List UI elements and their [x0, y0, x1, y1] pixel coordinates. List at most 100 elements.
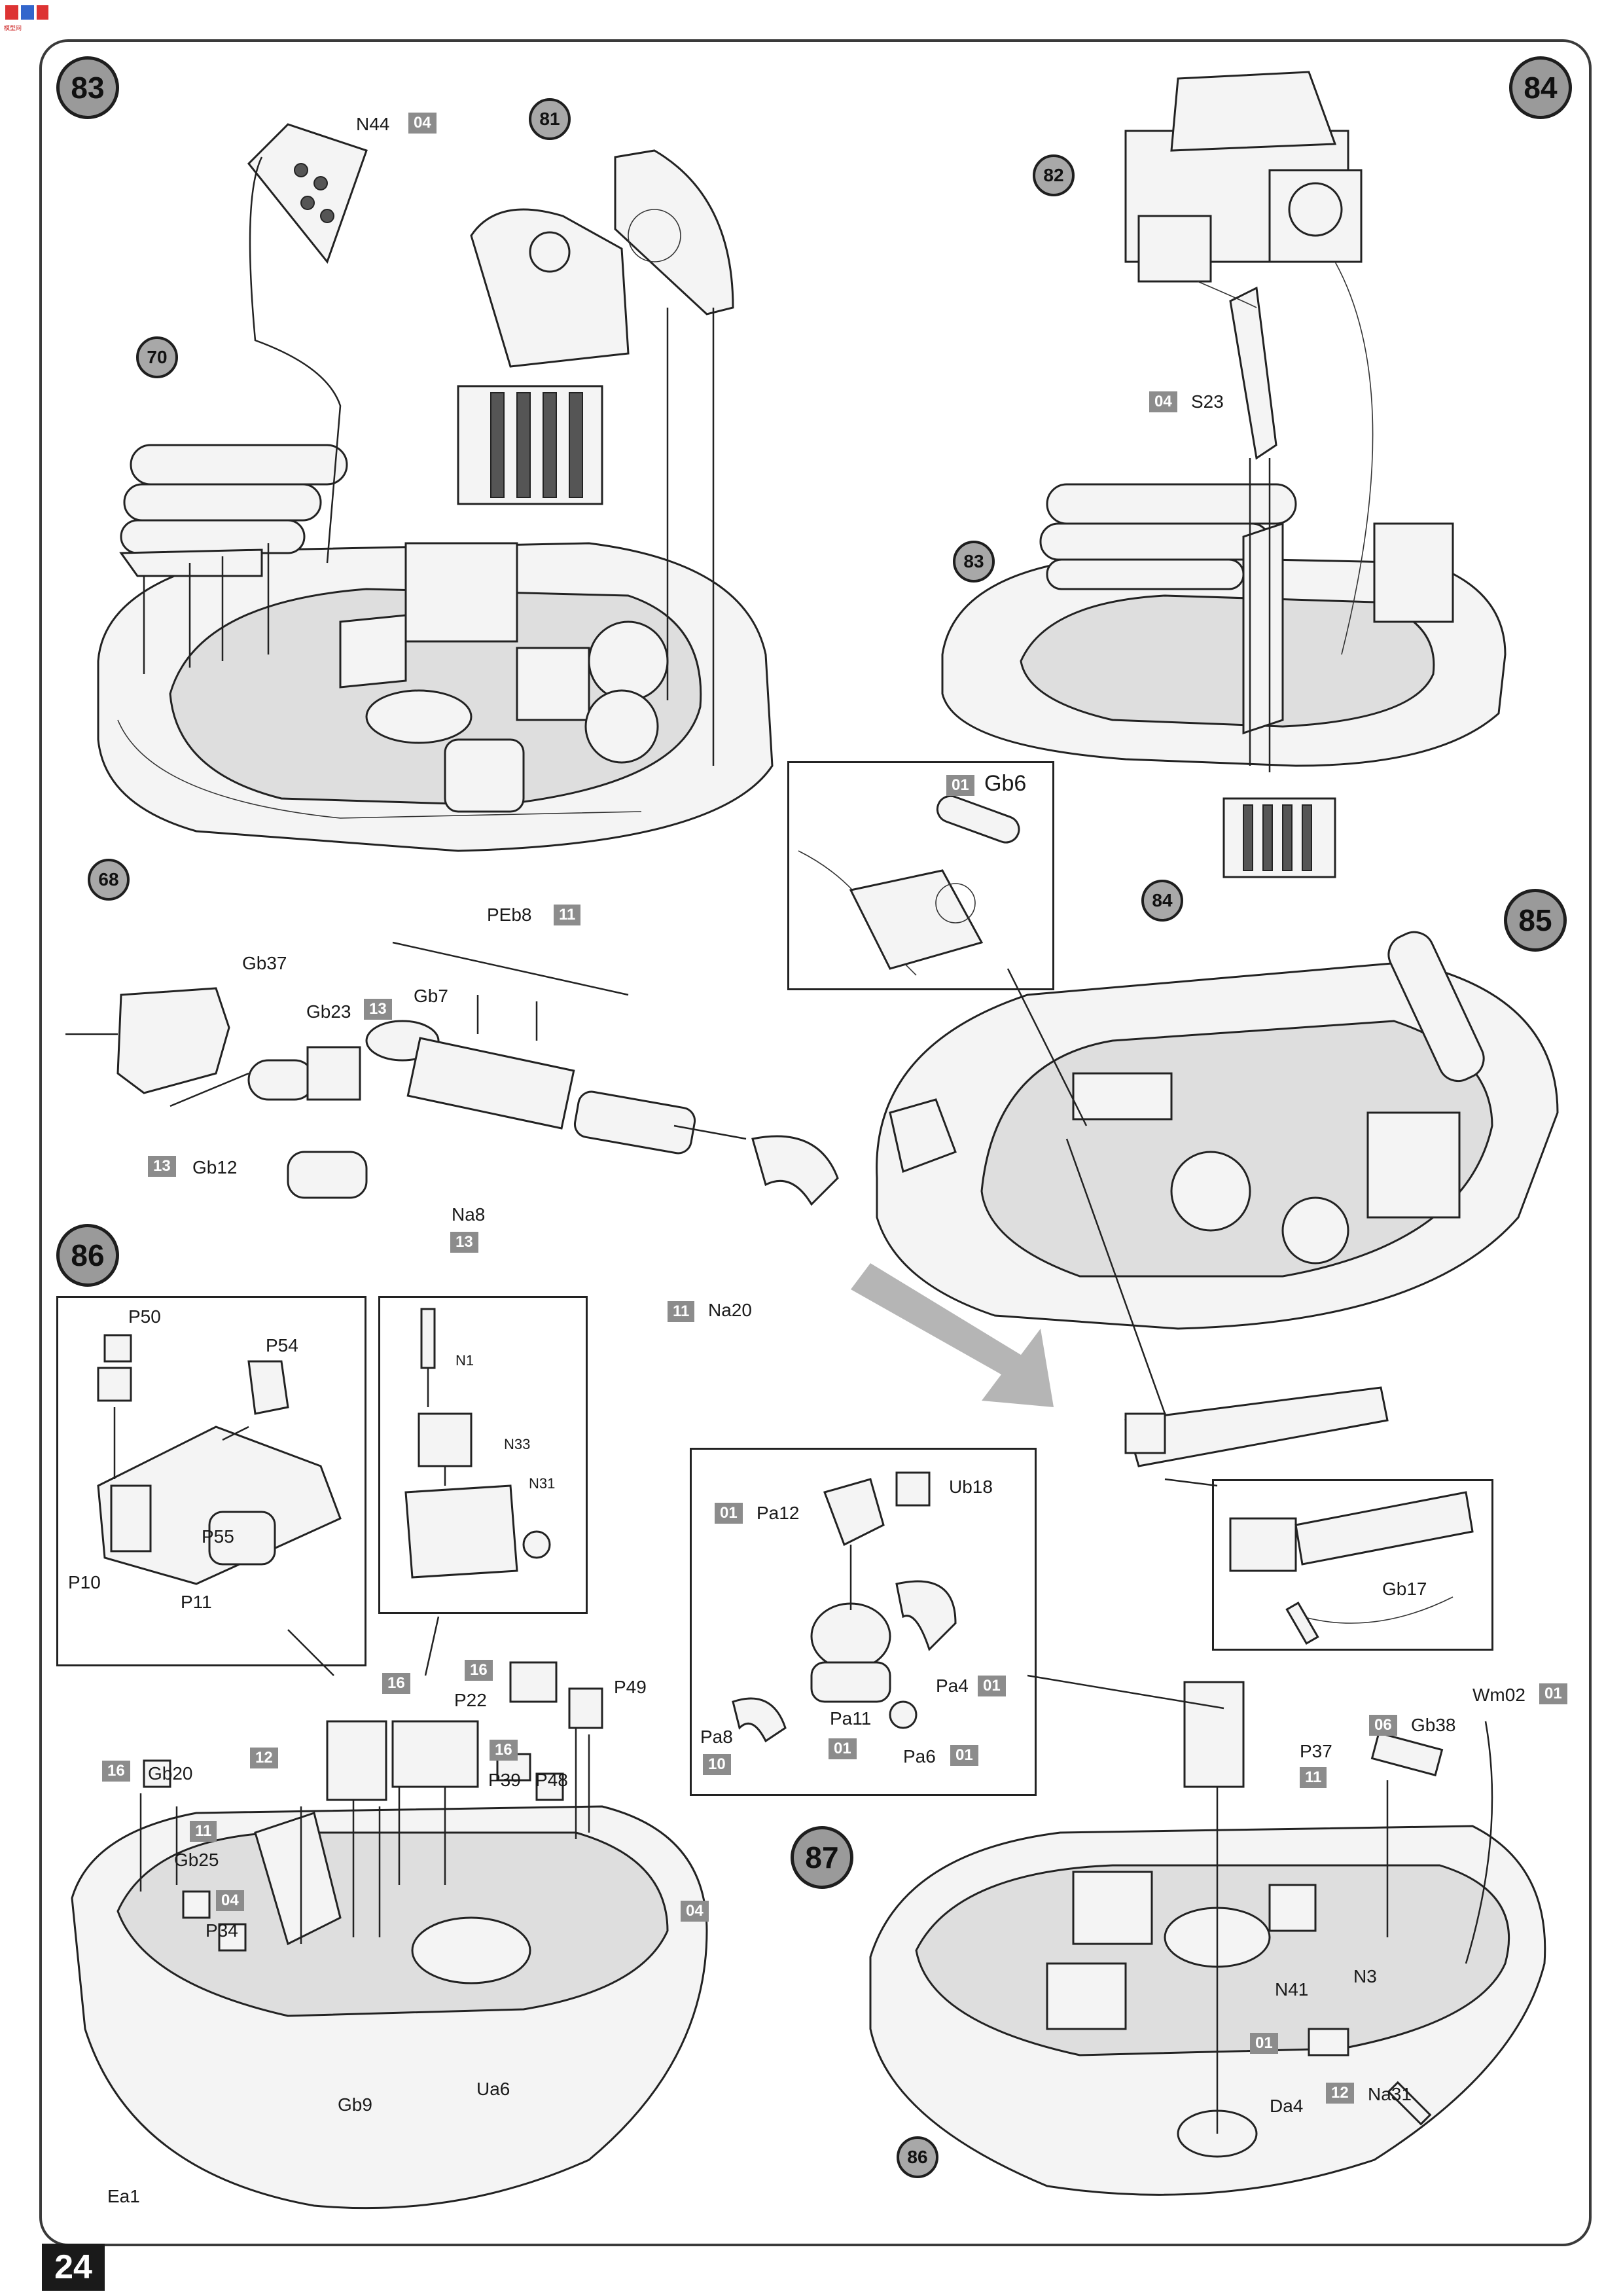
code-Gb23: 13 [364, 999, 392, 1020]
label-Gb9: Gb9 [338, 2094, 372, 2115]
label-Pa12: Pa12 [757, 1503, 800, 1523]
label-P50: P50 [128, 1306, 161, 1327]
step85-drawing [851, 931, 1559, 1487]
label-P49: P49 [614, 1677, 647, 1697]
step86-drawing [71, 1661, 708, 2210]
step87-drawing [869, 1681, 1546, 2196]
code-Gb6: 01 [946, 775, 974, 796]
breech-assembly-drawing [65, 941, 839, 1206]
label-Gb38: Gb38 [1411, 1715, 1456, 1735]
ref-81: 81 [529, 98, 571, 140]
code-16-b: 16 [465, 1660, 493, 1681]
code-Pa4: 01 [978, 1676, 1006, 1696]
code-16-c: 16 [490, 1740, 518, 1761]
code-N3: 01 [1250, 2033, 1278, 2054]
label-N31: N31 [529, 1475, 556, 1492]
label-Na8: Na8 [452, 1204, 486, 1225]
label-N41: N41 [1275, 1979, 1309, 2000]
label-Pa8: Pa8 [700, 1727, 733, 1747]
code-12: 12 [250, 1748, 278, 1768]
code-P37: 11 [1300, 1767, 1327, 1788]
label-P39: P39 [488, 1770, 521, 1790]
label-Pa11: Pa11 [830, 1708, 872, 1729]
label-Wm02: Wm02 [1472, 1685, 1525, 1705]
code-16-a: 16 [382, 1673, 410, 1694]
code-N44: 04 [408, 113, 437, 134]
label-P55: P55 [202, 1526, 234, 1547]
label-Gb6: Gb6 [984, 771, 1027, 796]
inset-gb6-panel [787, 761, 1054, 990]
code-Pa11: 01 [829, 1738, 857, 1759]
code-P34: 04 [216, 1890, 244, 1911]
ref-68: 68 [88, 859, 130, 901]
label-PEb8: PEb8 [487, 905, 532, 925]
label-Gb17: Gb17 [1382, 1579, 1427, 1599]
label-Gb7: Gb7 [414, 986, 448, 1006]
label-P48: P48 [535, 1770, 568, 1790]
label-Da4: Da4 [1270, 2096, 1304, 2116]
code-11: 11 [190, 1821, 217, 1842]
label-P10: P10 [68, 1572, 101, 1592]
ref-70: 70 [136, 336, 178, 378]
label-P34: P34 [205, 1920, 238, 1941]
page-frame [39, 39, 1592, 2246]
label-Gb25: Gb25 [174, 1850, 219, 1870]
label-Gb12: Gb12 [192, 1157, 238, 1177]
inset-n-box-panel [378, 1296, 588, 1614]
inset-p-radiator-panel [56, 1296, 366, 1666]
inset-pa-drawing [732, 1471, 957, 1743]
step83-drawing [97, 123, 774, 852]
inset-gb17-panel [1212, 1479, 1493, 1651]
label-N44: N44 [356, 114, 390, 134]
label-Na20: Na20 [708, 1300, 752, 1320]
ref-84: 84 [1141, 880, 1183, 922]
label-Ea1: Ea1 [107, 2186, 140, 2206]
site-logo [5, 5, 48, 20]
inset-gb6-drawing [798, 795, 1020, 976]
label-P54: P54 [266, 1335, 298, 1355]
label-Ua6: Ua6 [476, 2079, 510, 2099]
label-Gb20: Gb20 [148, 1763, 193, 1784]
code-Na8: 13 [450, 1232, 478, 1253]
ref-82: 82 [1033, 154, 1075, 196]
label-N33: N33 [504, 1436, 531, 1452]
logo-text: 模型网 [4, 25, 22, 31]
label-Gb23: Gb23 [306, 1001, 351, 1022]
label-S23: S23 [1191, 391, 1224, 412]
code-Gb12: 13 [148, 1156, 176, 1177]
step-number-83: 83 [56, 56, 119, 119]
step-number-86: 86 [56, 1224, 119, 1287]
step84-drawing [941, 71, 1507, 878]
code-Wm02: 01 [1539, 1683, 1567, 1704]
label-P11: P11 [181, 1592, 212, 1612]
page-number: 24 [42, 2244, 105, 2291]
label-N3: N3 [1353, 1966, 1377, 1986]
label-Pa4: Pa4 [936, 1676, 969, 1696]
inset-pa-panel [690, 1448, 1037, 1796]
inset-n-box-drawing [404, 1308, 551, 1579]
label-Gb37: Gb37 [242, 953, 287, 973]
inset-p-radiator-drawing [97, 1334, 342, 1585]
label-Pa6: Pa6 [903, 1746, 936, 1767]
code-Na20: 11 [668, 1301, 695, 1322]
step-number-87: 87 [791, 1826, 853, 1889]
code-Gb20: 16 [102, 1761, 130, 1782]
code-Pa8: 10 [703, 1754, 731, 1775]
code-Pa12: 01 [715, 1503, 743, 1524]
label-Na31: Na31 [1368, 2084, 1412, 2104]
ref-83: 83 [953, 541, 995, 583]
label-P37: P37 [1300, 1741, 1332, 1761]
code-S23: 04 [1149, 391, 1177, 412]
label-N1: N1 [455, 1352, 474, 1369]
code-Gb38: 06 [1369, 1715, 1397, 1736]
label-Ub18: Ub18 [949, 1477, 993, 1497]
step-number-85: 85 [1504, 889, 1567, 952]
code-Pa6: 01 [950, 1745, 978, 1766]
code-Na31: 12 [1326, 2083, 1354, 2104]
code-PEb8: 11 [554, 905, 581, 925]
step-number-84: 84 [1509, 56, 1572, 119]
label-P22: P22 [454, 1690, 487, 1710]
ref-86: 86 [897, 2136, 938, 2178]
code-bowl: 04 [681, 1901, 709, 1922]
